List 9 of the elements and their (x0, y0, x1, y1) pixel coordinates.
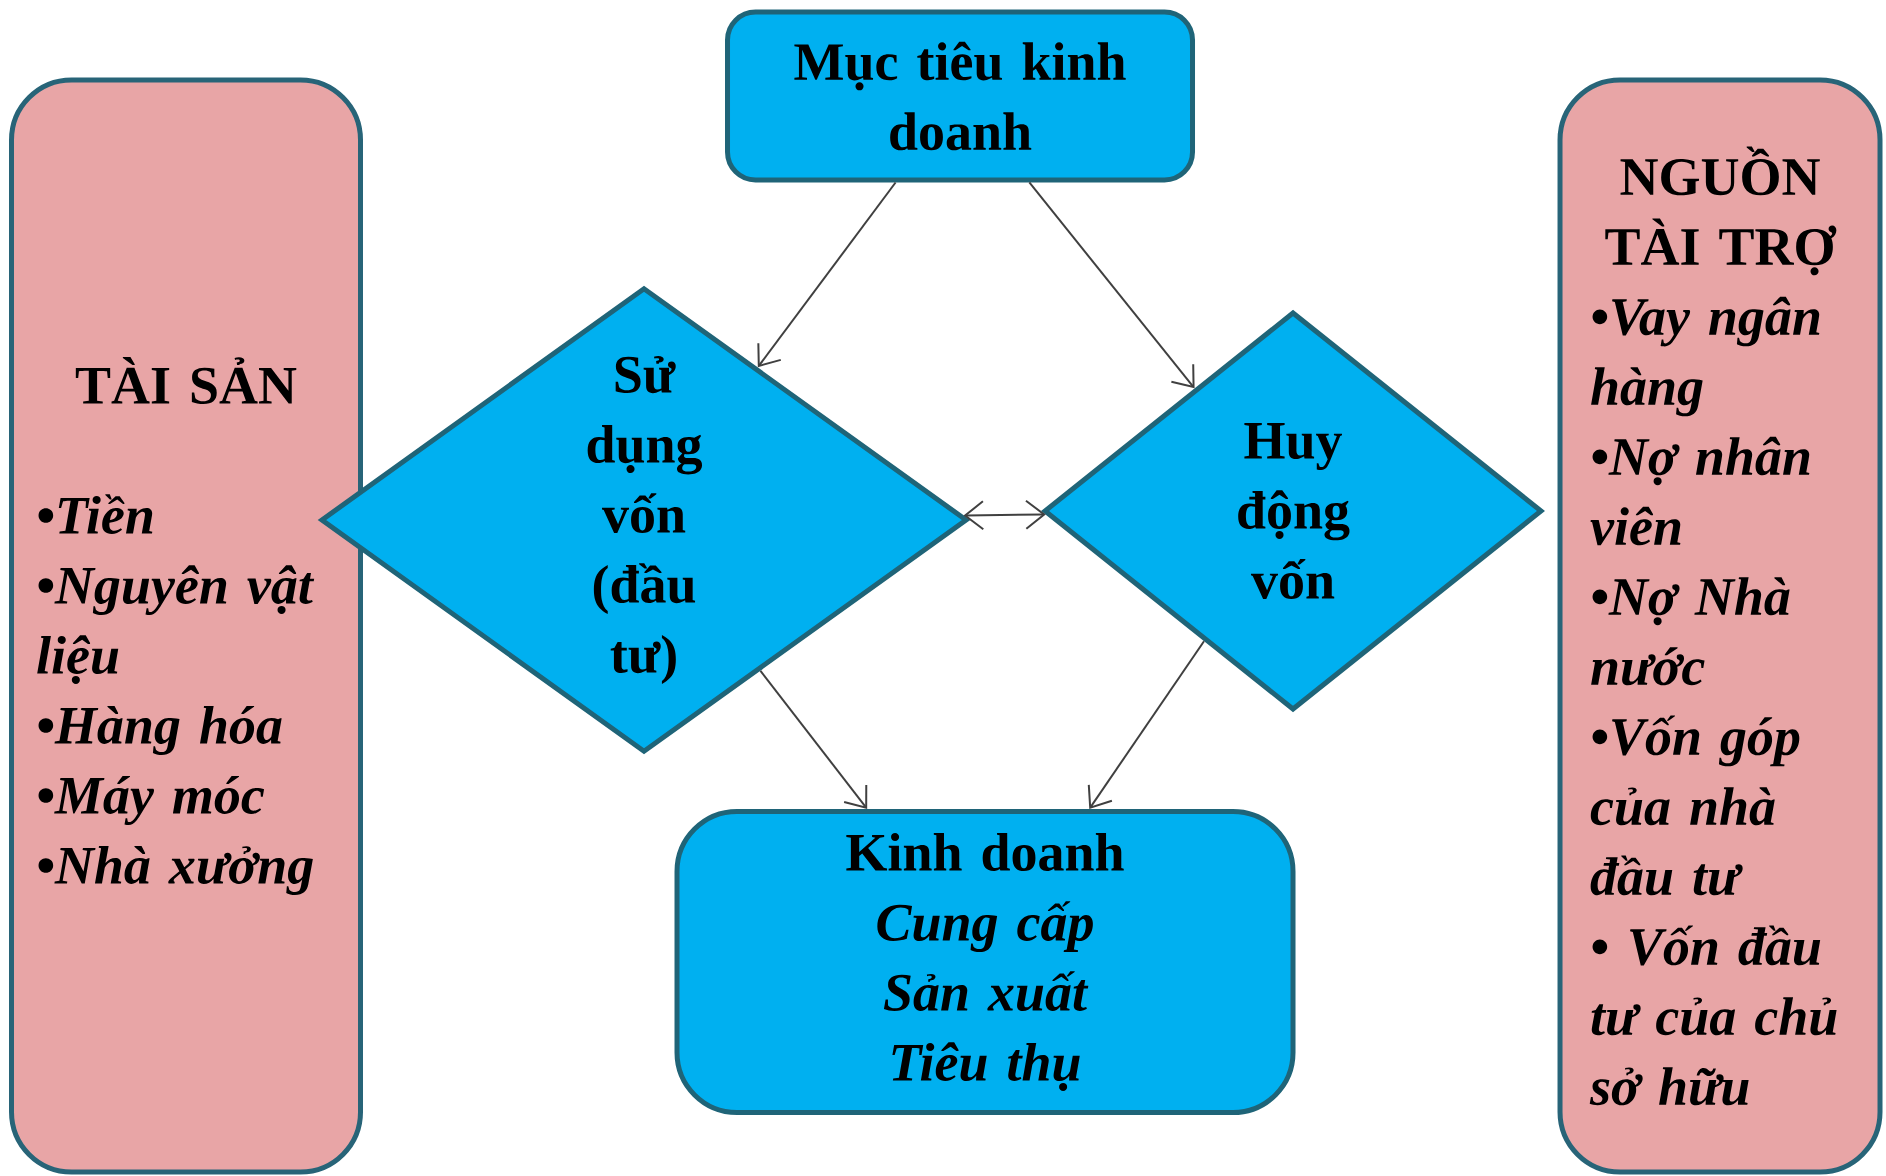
arrow (963, 499, 1046, 531)
arrow (759, 669, 868, 809)
text-panel: NGUỒN TÀI TRỢ •Vay ngân hàng •Nợ nhân viên •Nợ Nhà nước •Vốn góp của nhà đầu tư • Vốn đầu tư của chủ sở hữu (1557, 77, 1883, 1175)
arrow (757, 181, 897, 368)
arrow (1087, 640, 1205, 809)
process-box: Kinh doanh Cung cấp Sản xuất Tiêu thụ (674, 809, 1296, 1115)
text-panel: TÀI SẢN •Tiền •Nguyên vật liệu •Hàng hóa •Máy móc •Nhà xưởng (9, 77, 363, 1175)
process-box: Mục tiêu kinh doanh (725, 9, 1195, 183)
arrow (1028, 181, 1195, 389)
